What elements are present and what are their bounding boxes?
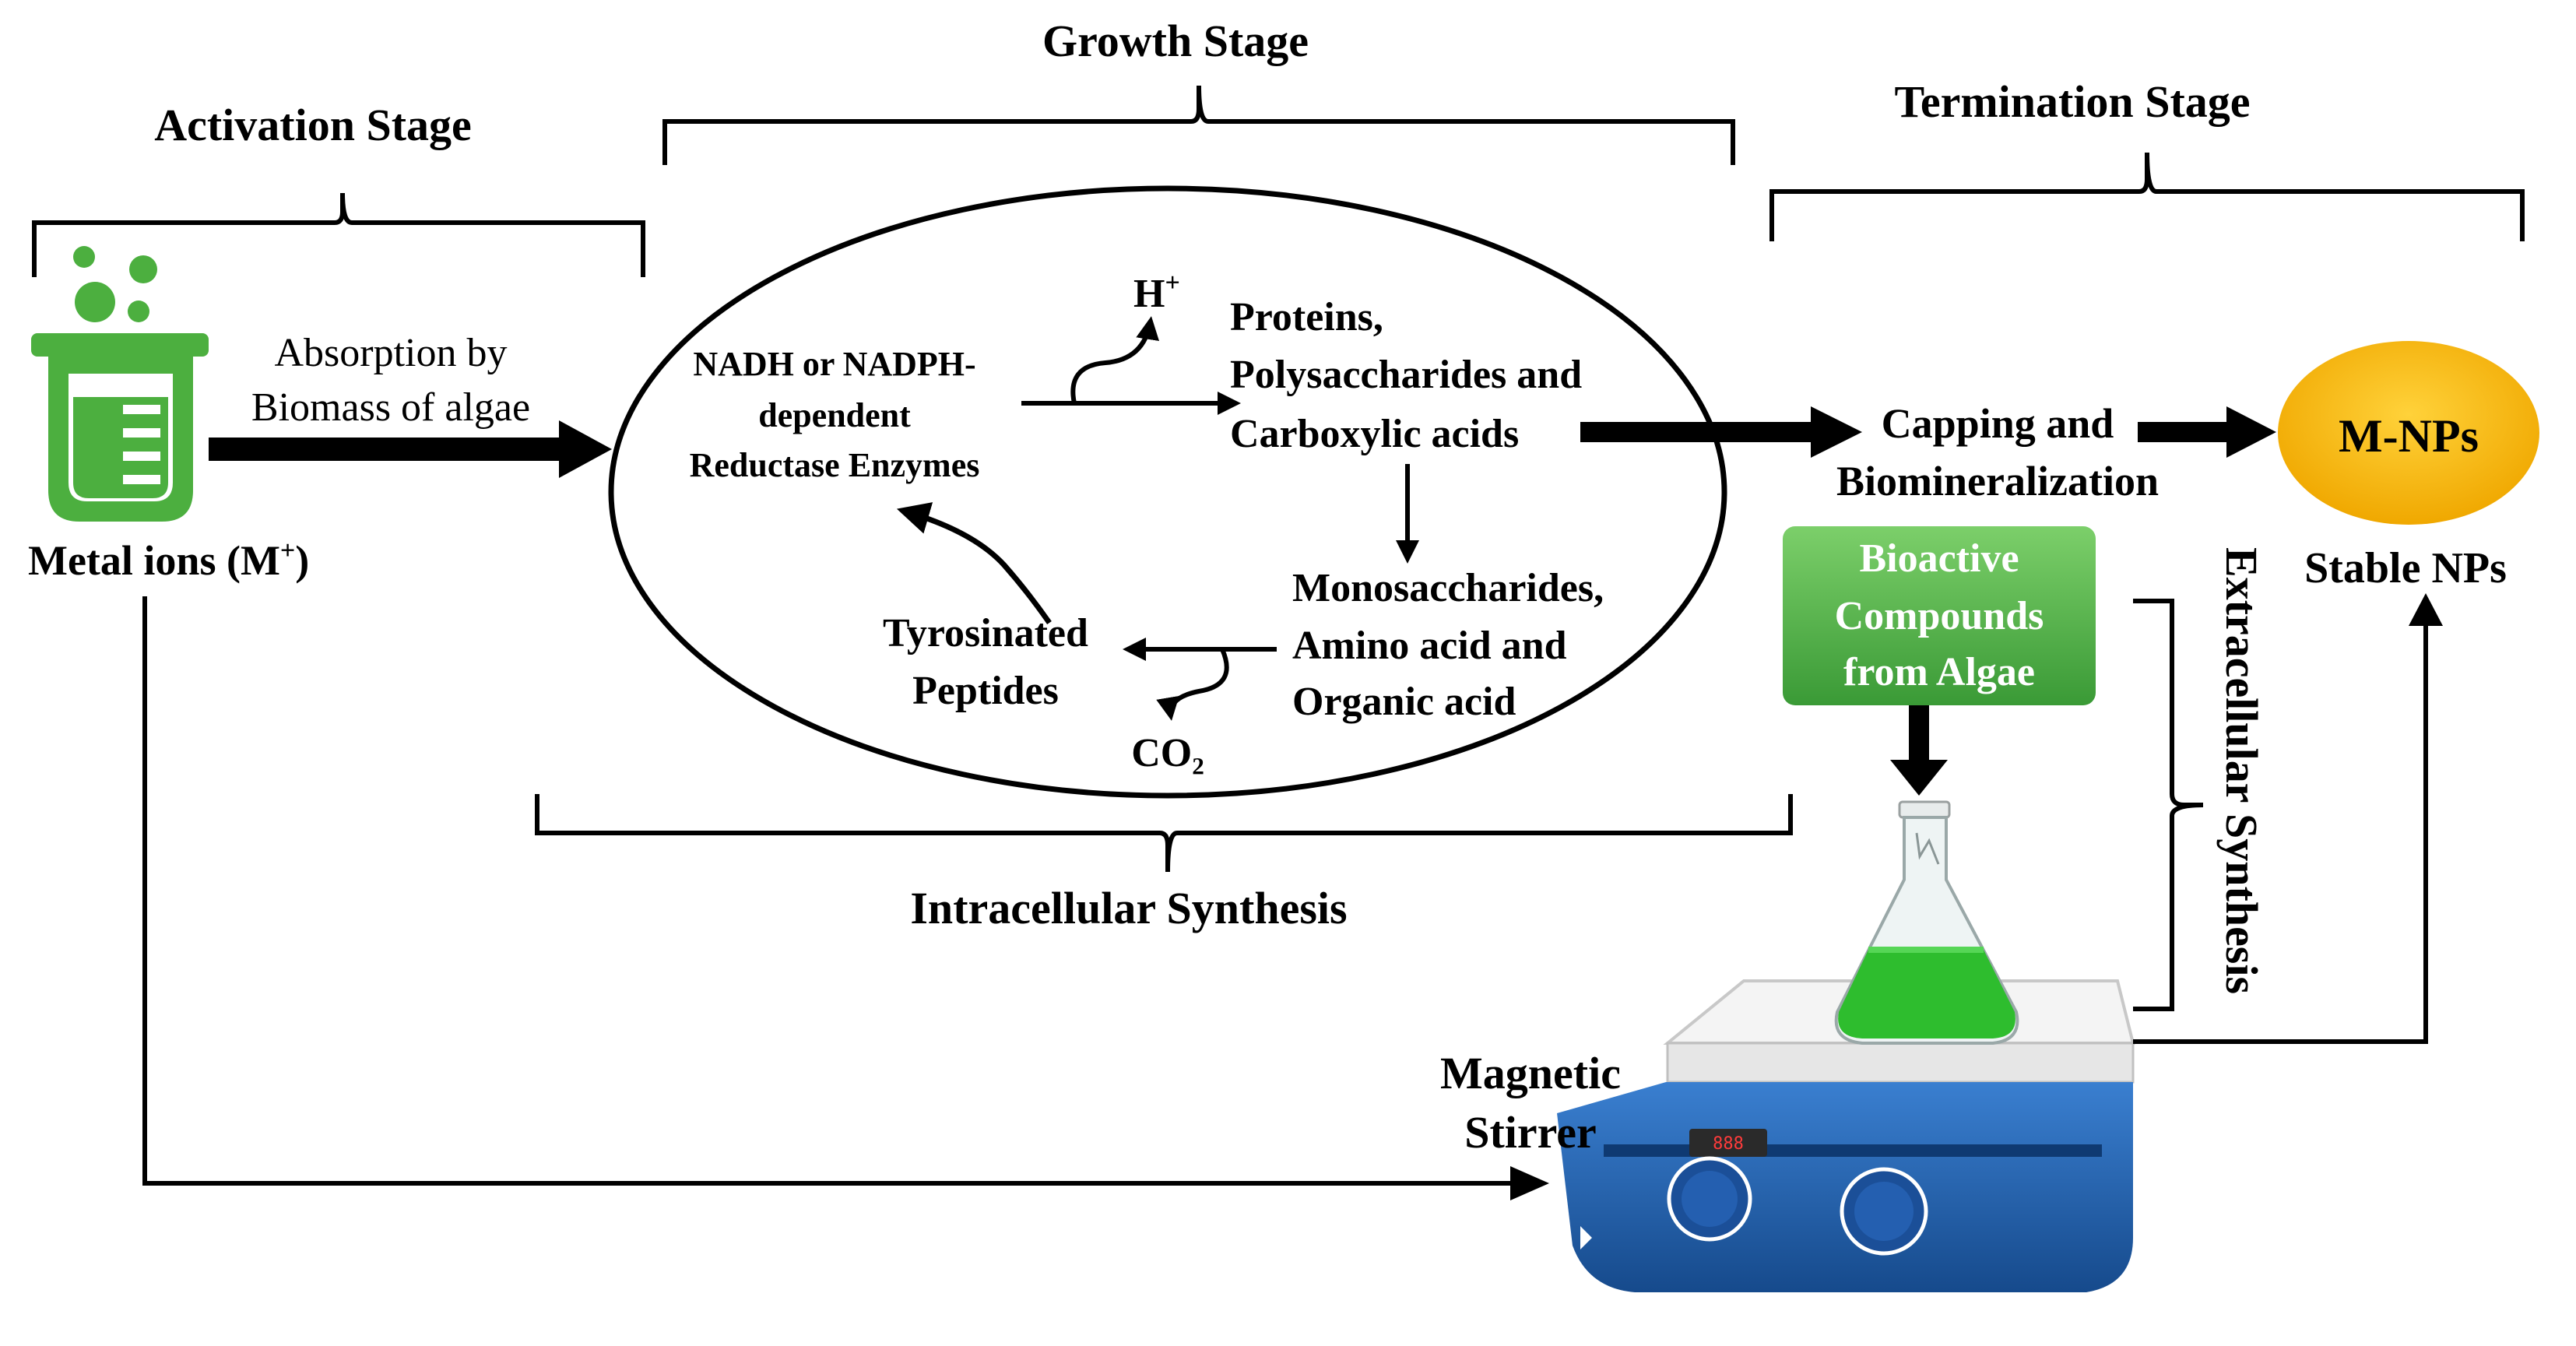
co2-label: CO₂ — [1131, 731, 1204, 775]
activation-stage-label: Activation Stage — [154, 100, 472, 150]
extracellular-bracket — [2133, 599, 2204, 1011]
metal-ions-to-stirrer-arrow — [142, 596, 1510, 1186]
mono-label-line2: Amino acid and — [1292, 624, 1567, 668]
absorption-label-line2: Biomass of algae — [251, 385, 530, 430]
mono-label-line3: Organic acid — [1292, 680, 1516, 724]
bioactive-label-line1: Bioactive — [1859, 536, 2019, 581]
acids-to-capping-arrow — [1580, 406, 1862, 458]
capping-label-line2: Biomineralization — [1836, 458, 2159, 504]
enzyme-label-line1: NADH or NADPH- — [693, 345, 975, 383]
proteins-label-line2: Polysaccharides and — [1230, 353, 1582, 397]
mnps-ellipse — [2278, 341, 2539, 525]
activation-bracket — [32, 192, 645, 277]
co2-release-arrow — [1156, 648, 1229, 721]
metal-ions-label: Metal ions (M+) — [28, 536, 309, 584]
stable-nps-label: Stable NPs — [2304, 544, 2507, 592]
capping-to-mnps-arrow — [2138, 406, 2276, 458]
bioactive-to-flask-arrow — [1890, 705, 1948, 796]
termination-stage-label: Termination Stage — [1894, 76, 2250, 127]
intracellular-bracket — [535, 794, 1793, 873]
intracellular-synthesis-label: Intracellular Synthesis — [910, 883, 1347, 933]
growth-stage-label: Growth Stage — [1042, 16, 1309, 66]
tyrosinated-label-line2: Peptides — [912, 669, 1059, 713]
stirrer-to-stable-nps-arrow — [2133, 623, 2428, 1044]
bioactive-compounds-box — [1783, 526, 2096, 705]
mnps-label: M-NPs — [2339, 410, 2479, 462]
beaker-icon — [31, 246, 209, 522]
proteins-label-line1: Proteins, — [1230, 295, 1383, 339]
magnetic-stirrer-label-line2: Stirrer — [1464, 1107, 1597, 1158]
algal-cell-ellipse — [608, 185, 1727, 799]
h-plus-label: H+ — [1133, 269, 1180, 316]
tyrosinated-label-line1: Tyrosinated — [883, 611, 1088, 655]
absorption-label-line1: Absorption by — [275, 331, 508, 375]
mono-label-line1: Monosaccharides, — [1292, 566, 1604, 610]
stirrer-to-stable-nps-arrowhead — [2409, 593, 2443, 626]
proteins-label-line3: Carboxylic acids — [1230, 412, 1519, 456]
enzyme-label-line2: dependent — [758, 396, 911, 434]
enzyme-label-line3: Reductase Enzymes — [690, 446, 980, 484]
metal-ions-to-stirrer-arrowhead — [1510, 1166, 1549, 1200]
svg-text:888: 888 — [1713, 1134, 1744, 1154]
bioactive-label-line3: from Algae — [1843, 650, 2035, 694]
h-plus-release-arrow — [1070, 316, 1160, 404]
extracellular-synthesis-label: Extracellular Synthesis — [2216, 547, 2267, 994]
erlenmeyer-flask-icon — [1834, 800, 2019, 1045]
tyrosinated-to-enzyme-arrow — [896, 502, 1052, 625]
magnetic-stirrer-icon: 888 — [1557, 979, 2135, 1292]
termination-bracket — [1769, 152, 2525, 241]
bioactive-label-line2: Compounds — [1835, 594, 2044, 638]
capping-label-line1: Capping and — [1882, 400, 2114, 447]
absorption-arrow — [209, 420, 612, 478]
growth-bracket — [662, 85, 1735, 165]
magnetic-stirrer-label-line1: Magnetic — [1440, 1048, 1621, 1098]
